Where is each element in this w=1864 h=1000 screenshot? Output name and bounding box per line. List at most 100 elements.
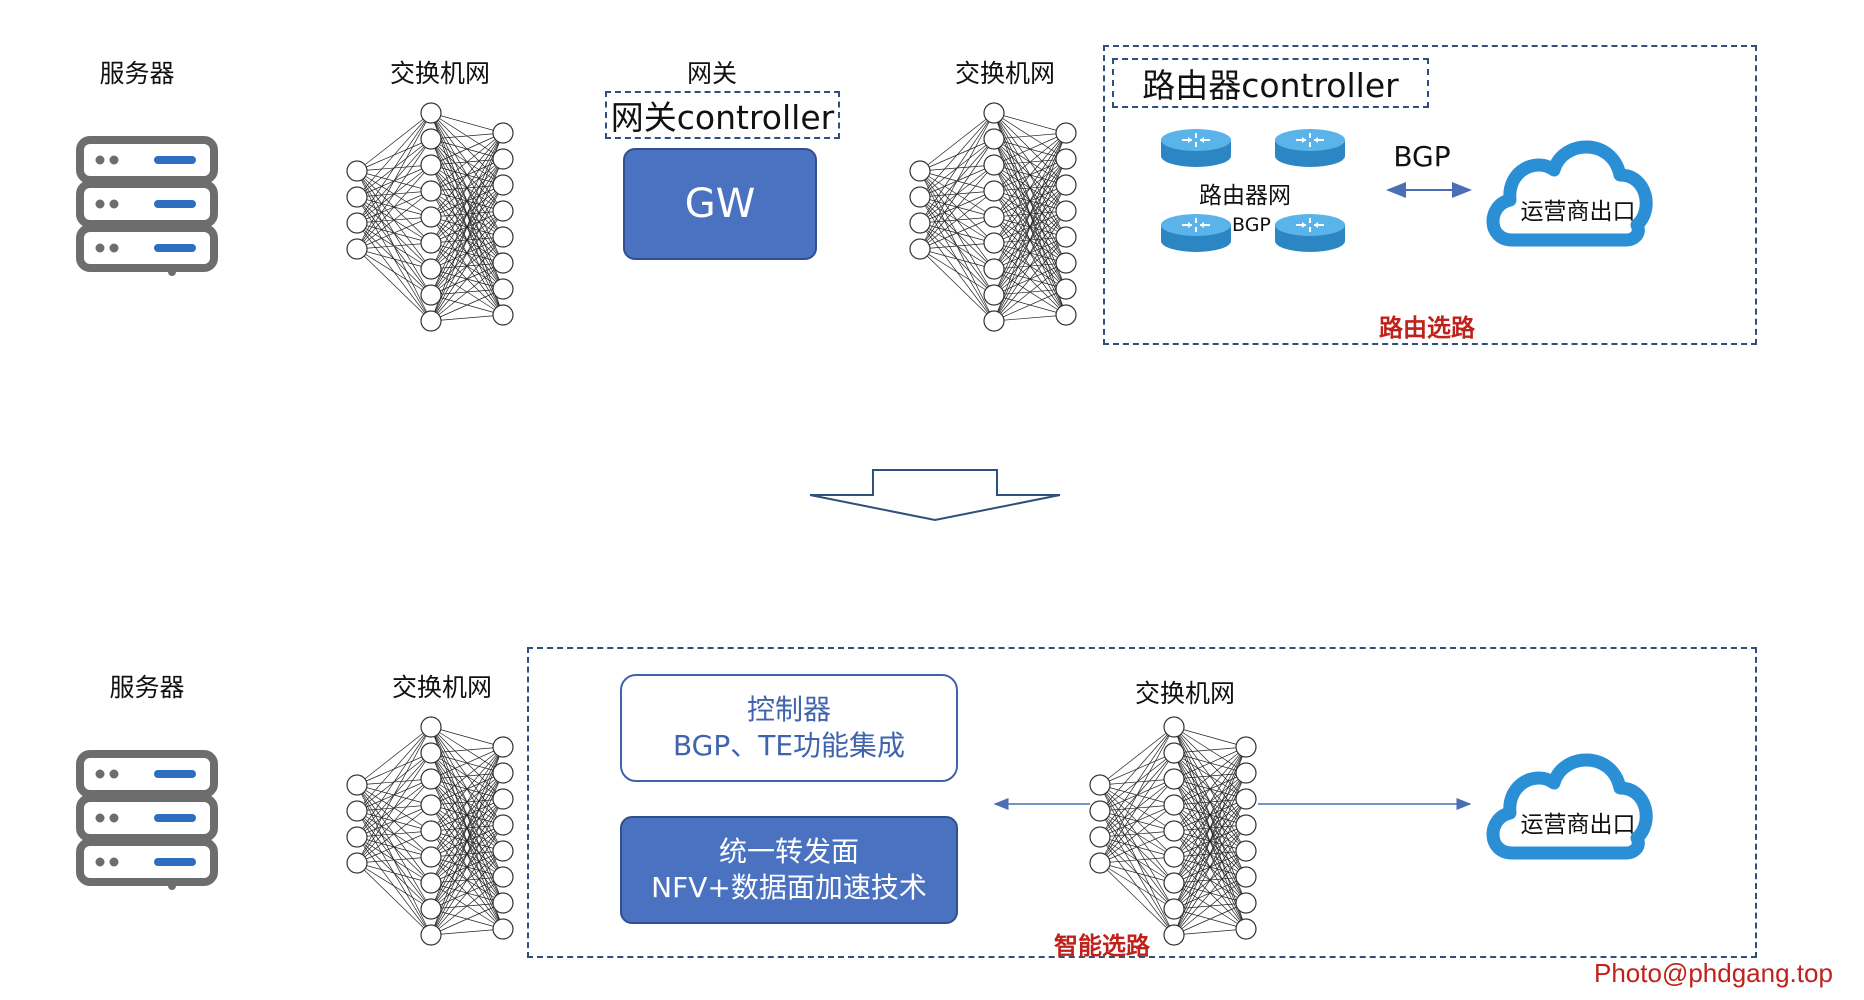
network-node bbox=[983, 284, 1005, 306]
top-cloud-icon bbox=[1486, 140, 1653, 247]
network-node bbox=[492, 736, 514, 758]
router-icon bbox=[1275, 214, 1345, 252]
network-node bbox=[1055, 278, 1077, 300]
network-node bbox=[420, 206, 442, 228]
bottom-server-label: 服务器 bbox=[109, 673, 185, 702]
network-node bbox=[420, 258, 442, 280]
top-switch-label-2: 交换机网 bbox=[954, 59, 1056, 88]
bottom-carrier-exit: 运营商出口 bbox=[1520, 812, 1636, 838]
network-node bbox=[346, 774, 368, 796]
forward-line-2: NFV+数据面加速技术 bbox=[651, 871, 927, 904]
network-node bbox=[983, 258, 1005, 280]
network-node bbox=[420, 284, 442, 306]
network-node bbox=[1235, 736, 1257, 758]
network-node bbox=[1163, 820, 1185, 842]
network-node bbox=[420, 898, 442, 920]
network-node bbox=[420, 742, 442, 764]
network-node bbox=[1055, 252, 1077, 274]
top-carrier-exit: 运营商出口 bbox=[1520, 199, 1636, 225]
routing-caption: 路由选路 bbox=[1379, 314, 1475, 342]
network-node bbox=[1055, 226, 1077, 248]
router-icon bbox=[1275, 129, 1345, 167]
forward-line-1: 统一转发面 bbox=[718, 835, 859, 868]
network-node bbox=[1055, 304, 1077, 326]
router-net-label: 路由器网 bbox=[1199, 183, 1291, 209]
network-node bbox=[1235, 762, 1257, 784]
network-node bbox=[346, 826, 368, 848]
network-node bbox=[1089, 800, 1111, 822]
network-node bbox=[492, 304, 514, 326]
network-node bbox=[983, 206, 1005, 228]
network-node bbox=[1055, 200, 1077, 222]
network-node bbox=[909, 186, 931, 208]
network-node bbox=[346, 238, 368, 260]
network-node bbox=[346, 212, 368, 234]
network-node bbox=[492, 840, 514, 862]
gateway-controller-box: 网关controller bbox=[605, 91, 840, 139]
network-node bbox=[420, 846, 442, 868]
watermark: Photo@phdgang.top bbox=[1594, 958, 1833, 988]
network-node bbox=[420, 794, 442, 816]
top-switch-label-1: 交换机网 bbox=[389, 59, 491, 88]
network-node bbox=[909, 238, 931, 260]
network-node bbox=[420, 768, 442, 790]
network-node bbox=[1235, 892, 1257, 914]
top-switch-network-icon-2 bbox=[909, 102, 1077, 332]
bottom-switch-network-icon-1 bbox=[346, 716, 514, 946]
gw-box: GW bbox=[623, 148, 817, 260]
network-node bbox=[420, 924, 442, 946]
controller-line-1: 控制器 bbox=[746, 693, 831, 726]
network-node bbox=[492, 122, 514, 144]
bottom-switch-label-1: 交换机网 bbox=[391, 673, 493, 702]
network-node bbox=[1235, 866, 1257, 888]
controller-box: 控制器 BGP、TE功能集成 bbox=[620, 674, 958, 782]
smart-caption: 智能选路 bbox=[1054, 932, 1150, 960]
network-node bbox=[420, 180, 442, 202]
bottom-server-icon bbox=[76, 750, 218, 890]
router-bgp-label: BGP bbox=[1232, 214, 1271, 236]
controller-line-2: BGP、TE功能集成 bbox=[672, 729, 906, 762]
network-node bbox=[492, 762, 514, 784]
network-node bbox=[492, 788, 514, 810]
bottom-switch-label-2: 交换机网 bbox=[1134, 679, 1236, 708]
network-node bbox=[1055, 122, 1077, 144]
routing-region-box bbox=[1103, 45, 1757, 345]
top-switch-network-icon-1 bbox=[346, 102, 514, 332]
top-gateway-label: 网关 bbox=[686, 59, 738, 88]
network-node bbox=[983, 232, 1005, 254]
network-node bbox=[1055, 148, 1077, 170]
network-node bbox=[420, 820, 442, 842]
bottom-switch-network-icon-2 bbox=[1089, 716, 1257, 946]
network-node bbox=[1163, 898, 1185, 920]
network-node bbox=[346, 186, 368, 208]
network-node bbox=[1163, 872, 1185, 894]
network-node bbox=[420, 128, 442, 150]
network-node bbox=[983, 180, 1005, 202]
network-node bbox=[983, 128, 1005, 150]
network-node bbox=[492, 866, 514, 888]
network-node bbox=[420, 716, 442, 738]
network-node bbox=[1089, 852, 1111, 874]
network-node bbox=[1163, 794, 1185, 816]
network-node bbox=[420, 102, 442, 124]
network-node bbox=[492, 200, 514, 222]
network-node bbox=[492, 226, 514, 248]
network-node bbox=[420, 232, 442, 254]
top-server-icon bbox=[76, 136, 218, 276]
network-node bbox=[420, 872, 442, 894]
network-node bbox=[492, 278, 514, 300]
network-node bbox=[1055, 174, 1077, 196]
top-server-label: 服务器 bbox=[99, 59, 175, 88]
network-node bbox=[1163, 742, 1185, 764]
network-node bbox=[1089, 826, 1111, 848]
network-node bbox=[983, 310, 1005, 332]
network-node bbox=[346, 800, 368, 822]
network-node bbox=[1235, 840, 1257, 862]
smart-routing-region-box bbox=[527, 647, 1757, 958]
forwarding-plane-box: 统一转发面 NFV+数据面加速技术 bbox=[620, 816, 958, 924]
network-node bbox=[909, 212, 931, 234]
network-node bbox=[346, 852, 368, 874]
network-node bbox=[492, 814, 514, 836]
router-group bbox=[1161, 129, 1345, 252]
